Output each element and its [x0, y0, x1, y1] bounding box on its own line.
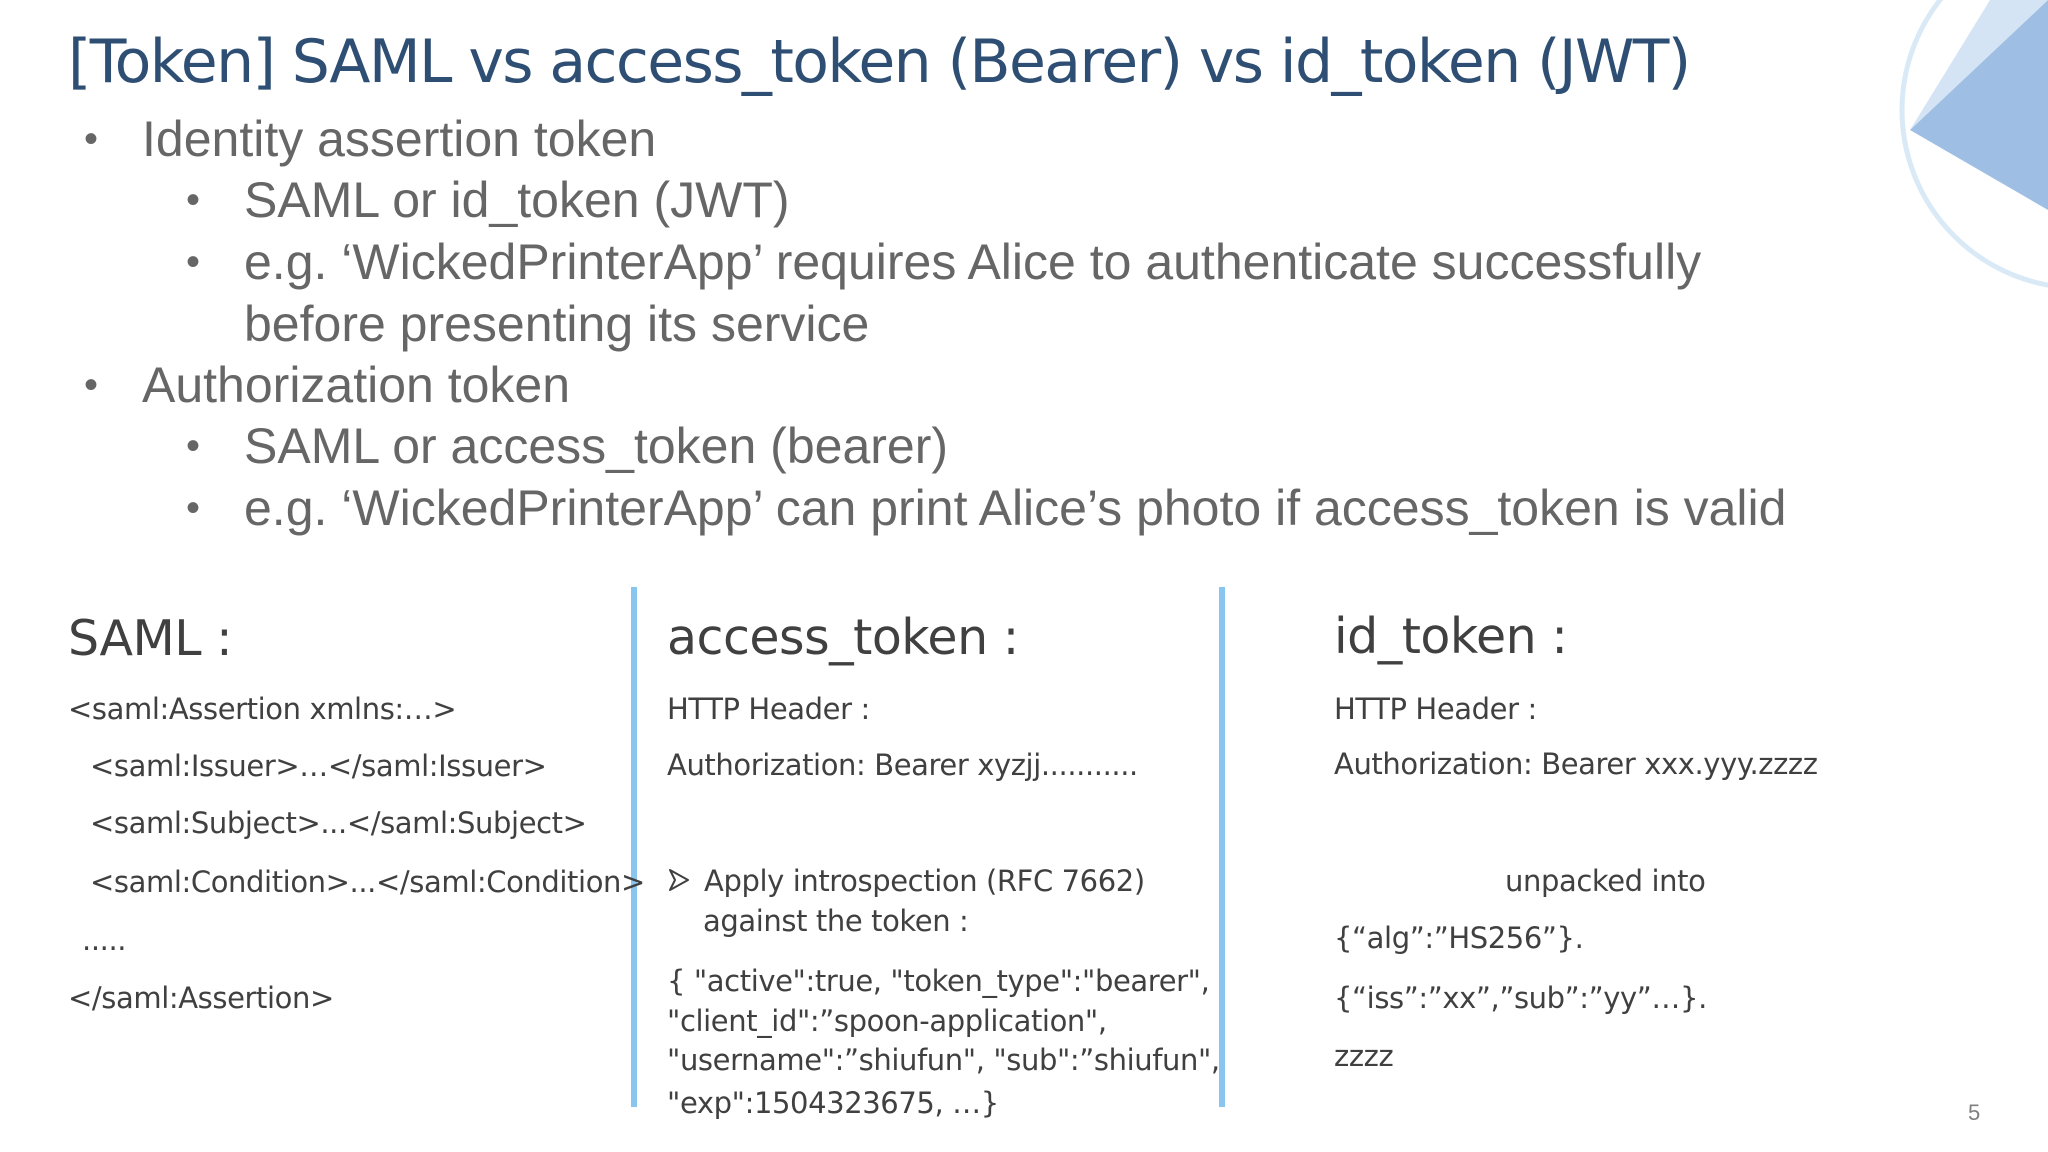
- arrow-bullet-icon: [669, 869, 689, 891]
- jwt-part: {“alg”:”HS256”}.: [1334, 921, 1584, 955]
- corner-decoration-icon: [1899, 0, 2048, 288]
- saml-code-line: <saml:Assertion xmlns:…>: [68, 692, 457, 726]
- saml-code-line: <saml:Subject>...</saml:Subject>: [90, 806, 587, 840]
- unpacked-label: unpacked into: [1505, 864, 1706, 898]
- bullet-dot-icon: •: [186, 486, 201, 530]
- page-number: 5: [1968, 1100, 1981, 1125]
- bullet-dot-icon: •: [186, 424, 201, 468]
- introspection-response-line: "username":”shiufun", "sub":”shiufun",: [667, 1043, 1220, 1077]
- saml-code-line: </saml:Assertion>: [68, 981, 334, 1015]
- sub-bullet-item: • SAML or access_token (bearer): [186, 415, 949, 477]
- introspection-response-line: "exp":1504323675, …}: [667, 1086, 999, 1120]
- http-header-label: HTTP Header :: [667, 692, 870, 726]
- bullet-dot-icon: •: [186, 240, 201, 284]
- bullet-dot-icon: •: [84, 117, 99, 161]
- column-divider: [631, 587, 637, 1107]
- bullet-text: SAML or id_token (JWT): [244, 172, 790, 228]
- bullet-text: e.g. ‘WickedPrinterApp’ requires Alice t…: [244, 234, 1702, 290]
- bullet-dot-icon: •: [186, 178, 201, 222]
- jwt-part: {“iss”:”xx”,”sub”:”yy”…}.: [1334, 981, 1707, 1015]
- sub-bullet-continuation: before presenting its service: [244, 293, 869, 355]
- bullet-text: SAML or access_token (bearer): [244, 418, 949, 474]
- introspection-response-line: "client_id":”spoon-application",: [667, 1004, 1107, 1038]
- bullet-text: e.g. ‘WickedPrinterApp’ can print Alice’…: [244, 480, 1787, 536]
- authorization-header-value: Authorization: Bearer xyzjj...........: [667, 748, 1138, 782]
- id-token-heading: id_token :: [1334, 608, 1568, 665]
- introspection-text: against the token :: [703, 904, 969, 938]
- access-token-heading: access_token :: [667, 609, 1019, 666]
- saml-code-line: <saml:Condition>...</saml:Condition>: [90, 865, 645, 899]
- bullet-item: • Authorization token: [84, 354, 571, 416]
- introspection-response-line: { "active":true, "token_type":"bearer",: [667, 964, 1210, 998]
- saml-code-line: .....: [82, 923, 127, 957]
- saml-code-line: <saml:Issuer>…</saml:Issuer>: [90, 749, 547, 783]
- sub-bullet-item: • e.g. ‘WickedPrinterApp’ can print Alic…: [186, 477, 1787, 539]
- bullet-text: Authorization token: [142, 357, 571, 413]
- introspection-text: Apply introspection (RFC 7662): [704, 864, 1145, 898]
- bullet-item: • Identity assertion token: [84, 108, 657, 170]
- slide-title: [Token] SAML vs access_token (Bearer) vs…: [68, 27, 1691, 97]
- sub-bullet-item: • SAML or id_token (JWT): [186, 169, 790, 231]
- sub-bullet-item: • e.g. ‘WickedPrinterApp’ requires Alice…: [186, 231, 1702, 293]
- http-header-label: HTTP Header :: [1334, 692, 1537, 726]
- bullet-dot-icon: •: [84, 363, 99, 407]
- saml-heading: SAML :: [68, 610, 233, 667]
- bullet-text: Identity assertion token: [142, 111, 657, 167]
- jwt-part: zzzz: [1334, 1039, 1394, 1073]
- authorization-header-value: Authorization: Bearer xxx.yyy.zzzz: [1334, 747, 1818, 781]
- bullet-text: before presenting its service: [244, 296, 870, 352]
- column-divider: [1219, 587, 1225, 1107]
